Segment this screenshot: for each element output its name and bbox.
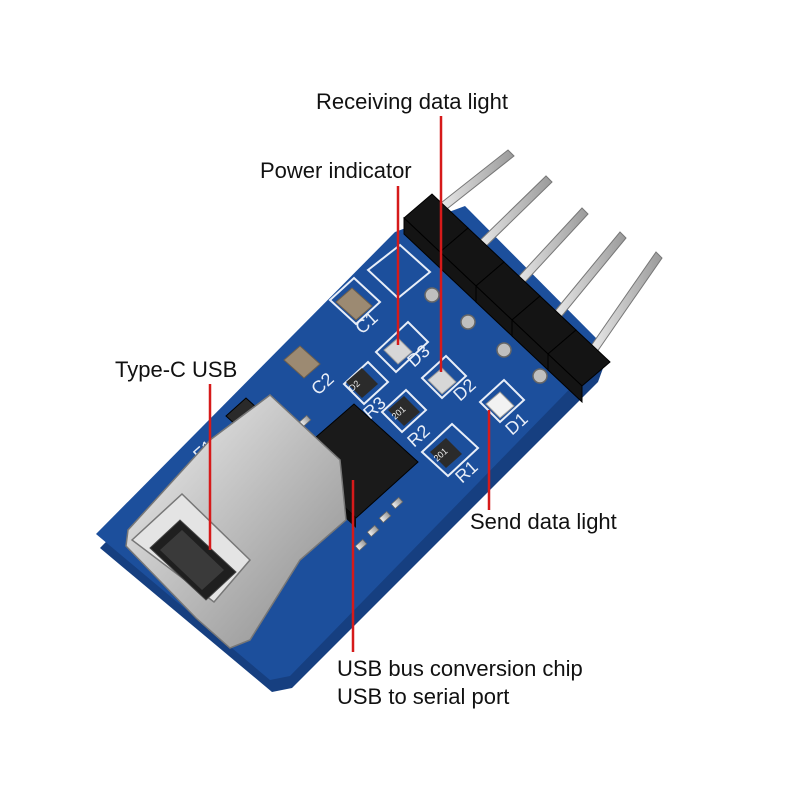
chip-label-line1: USB bus conversion chip <box>337 656 583 681</box>
receiving-data-light-label: Receiving data light <box>316 89 509 114</box>
type-c-connector <box>125 394 347 649</box>
power-indicator-label: Power indicator <box>260 158 412 183</box>
type-c-usb-label: Type-C USB <box>115 357 238 382</box>
chip-label-line2: USB to serial port <box>337 684 510 709</box>
pin-header <box>403 149 663 404</box>
send-data-light-label: Send data light <box>470 509 617 534</box>
callout-lines <box>208 116 491 652</box>
